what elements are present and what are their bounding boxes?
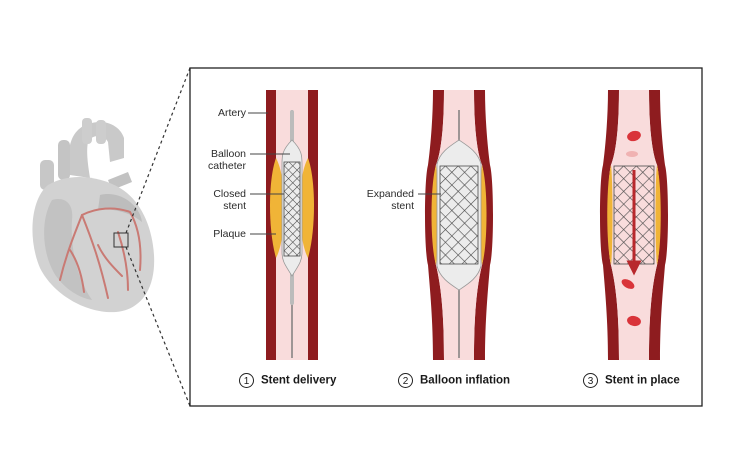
step-label-3: Stent in place xyxy=(605,374,680,387)
label-artery: Artery xyxy=(217,107,246,119)
step-caption-3: 3 Stent in place xyxy=(583,373,680,388)
artery-stent-in-place xyxy=(600,90,668,360)
artery-wall-right-3 xyxy=(649,90,668,360)
zoom-box xyxy=(113,232,129,248)
label-plaque: Plaque xyxy=(213,228,246,240)
closed-stent xyxy=(283,161,301,257)
step-label-2: Balloon inflation xyxy=(420,374,511,387)
red-blood-cell-2 xyxy=(621,279,635,289)
expanded-stent xyxy=(439,165,479,265)
step-label-1: Stent delivery xyxy=(261,374,337,387)
step-caption-2: 2 Balloon inflation xyxy=(398,373,510,388)
vessel-branch-1 xyxy=(58,140,70,180)
plaque-left-3 xyxy=(607,165,613,265)
leader-lines xyxy=(248,112,441,235)
red-blood-cell-3 xyxy=(627,315,641,327)
plaque-right xyxy=(299,158,314,258)
vessel-branch-3 xyxy=(96,120,106,144)
step-number-3: 3 xyxy=(583,373,598,388)
red-blood-cell-1 xyxy=(627,130,641,142)
step-caption-1: 1 Stent delivery xyxy=(239,373,336,388)
red-blood-cell-4 xyxy=(626,151,638,157)
plaque-right-2 xyxy=(480,165,487,265)
artery-wall-left-3 xyxy=(600,90,619,360)
artery-wall-right-2 xyxy=(474,90,493,360)
step-number-1: 1 xyxy=(239,373,254,388)
zoom-line-bottom xyxy=(125,246,191,407)
plaque-left xyxy=(270,158,285,258)
artery-stent-delivery xyxy=(266,90,318,360)
coronary-vessels xyxy=(59,207,142,299)
plaque-left-2 xyxy=(431,165,438,265)
artery-balloon-inflation xyxy=(425,90,493,360)
catheter-tip xyxy=(290,110,294,150)
heart-illustration xyxy=(32,118,155,313)
vessel-branch-4 xyxy=(40,160,54,190)
zoom-line-top xyxy=(125,67,191,234)
vessel-branch-2 xyxy=(82,118,92,144)
artery-wall-left-2 xyxy=(425,90,444,360)
plaque-right-3 xyxy=(655,165,661,265)
step-number-2: 2 xyxy=(398,373,413,388)
